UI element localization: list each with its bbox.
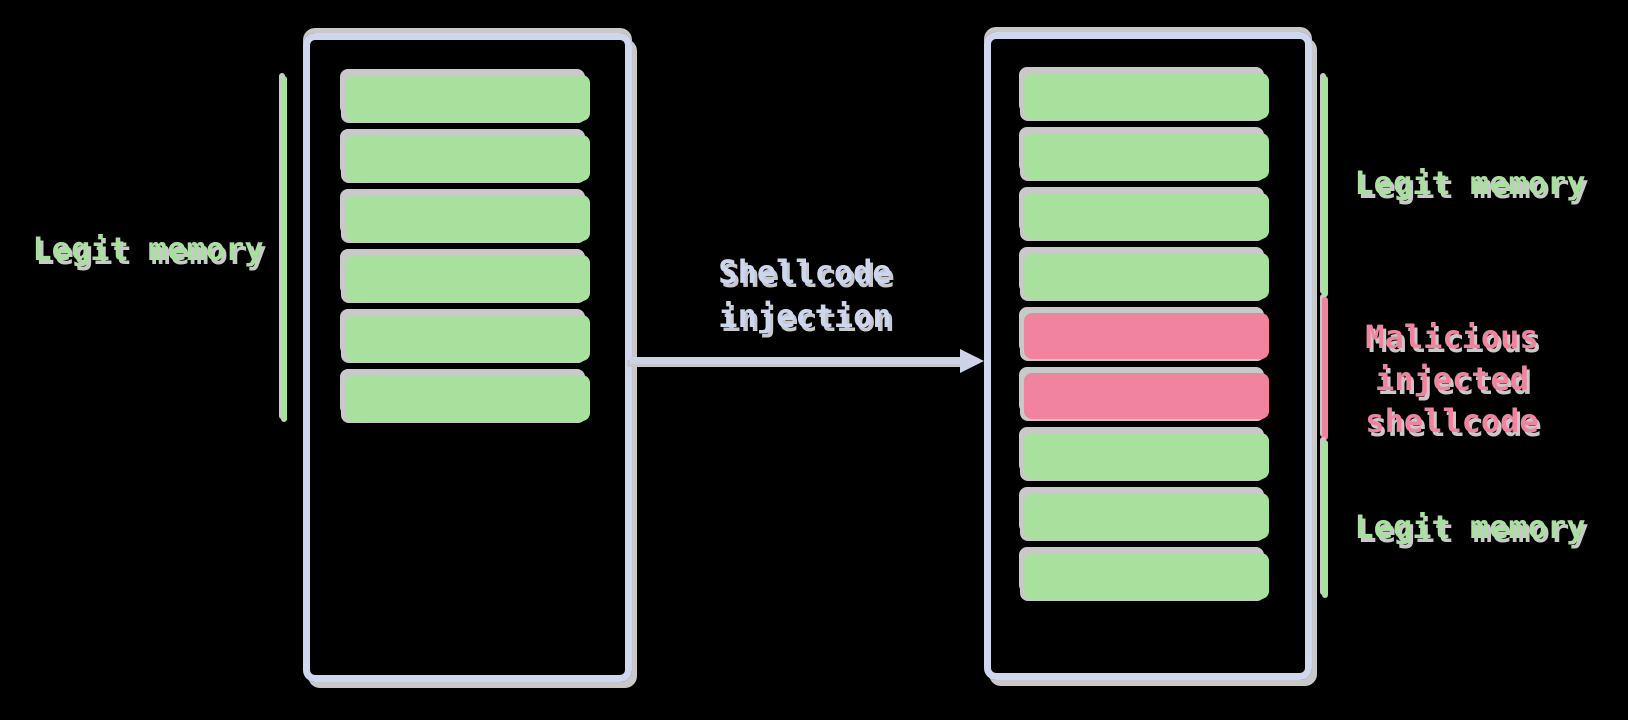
memory-block-legit bbox=[345, 375, 590, 421]
memory-block-legit bbox=[1024, 493, 1269, 539]
memory-block-legit bbox=[345, 195, 590, 241]
memory-block-legit bbox=[345, 315, 590, 361]
memory-block-legit bbox=[345, 135, 590, 181]
shellcode-injection-label: Shellcode injection bbox=[718, 253, 892, 335]
memory-block-legit bbox=[345, 255, 590, 301]
legit-memory-label-left: Legit memory bbox=[32, 230, 264, 268]
memory-block-legit bbox=[1024, 553, 1269, 599]
legit-memory-label-right-top: Legit memory bbox=[1354, 164, 1586, 202]
memory-block-malicious bbox=[1024, 313, 1269, 359]
memory-block-legit bbox=[345, 75, 590, 121]
memory-block-legit bbox=[1024, 193, 1269, 239]
process-memory-box-target bbox=[984, 32, 1312, 680]
memory-block-legit bbox=[1024, 133, 1269, 179]
arrowhead-icon bbox=[960, 349, 984, 373]
legit-memory-bracket-right-top bbox=[1322, 76, 1328, 297]
malicious-injected-shellcode-label: Malicious injected shellcode bbox=[1365, 318, 1539, 440]
legit-memory-bracket-left bbox=[281, 76, 287, 422]
memory-block-legit bbox=[1024, 253, 1269, 299]
malicious-shellcode-bracket-right bbox=[1322, 297, 1328, 440]
memory-block-malicious bbox=[1024, 373, 1269, 419]
memory-block-legit bbox=[1024, 433, 1269, 479]
memory-blocks-column-source bbox=[345, 75, 590, 421]
legit-memory-label-right-bottom: Legit memory bbox=[1354, 508, 1586, 546]
legit-memory-bracket-right-bottom bbox=[1322, 440, 1328, 598]
process-memory-box-source bbox=[303, 33, 632, 682]
connector-line bbox=[630, 357, 967, 364]
memory-blocks-column-target bbox=[1024, 73, 1269, 599]
memory-block-legit bbox=[1024, 73, 1269, 119]
